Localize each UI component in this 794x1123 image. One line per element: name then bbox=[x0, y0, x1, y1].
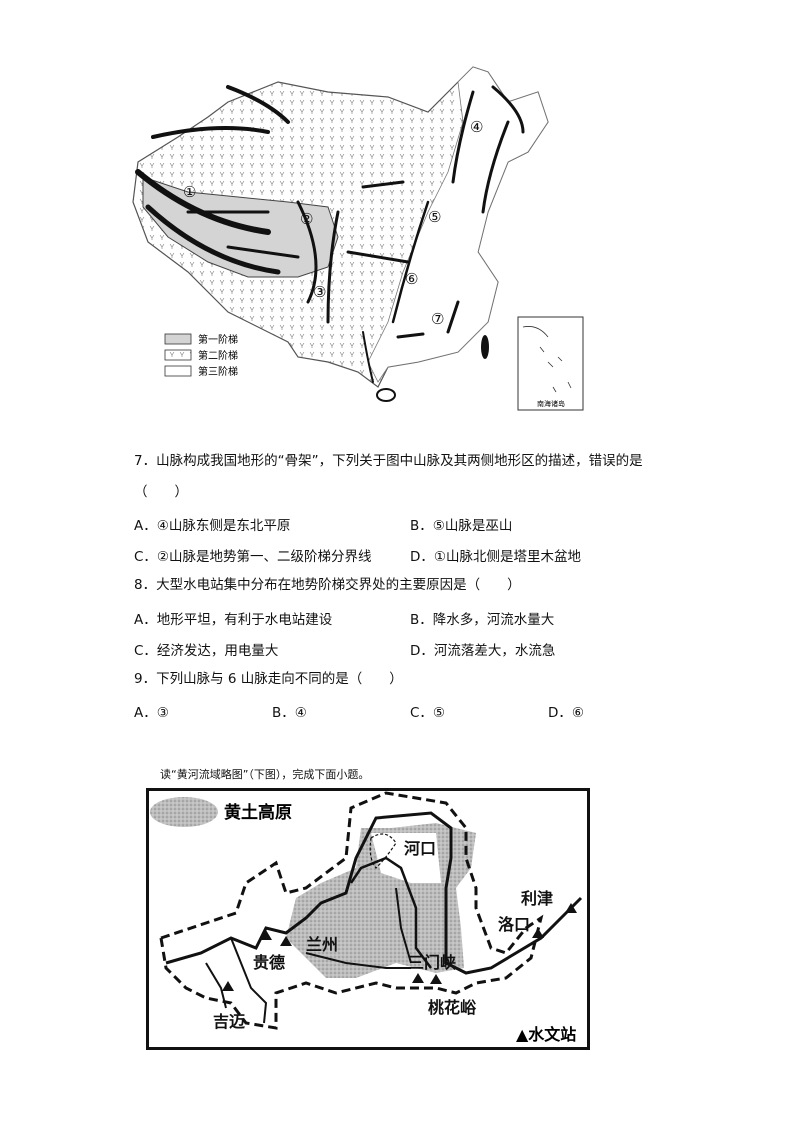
label-2: ② bbox=[300, 210, 313, 228]
q8-option-a[interactable]: A．地形平坦，有利于水电站建设 bbox=[134, 612, 333, 628]
station-luokou: 洛口 bbox=[498, 915, 530, 934]
taiwan-island bbox=[481, 335, 489, 359]
q9-option-d[interactable]: D．⑥ bbox=[548, 705, 584, 721]
q9-stem: 9．下列山脉与 6 山脉走向不同的是（ ） bbox=[134, 671, 403, 687]
station-taohuayu: 桃花峪 bbox=[428, 998, 477, 1017]
station-marker-taohuayu bbox=[430, 974, 442, 984]
q8-stem: 8．大型水电站集中分布在地势阶梯交界处的主要原因是（ ） bbox=[134, 577, 521, 593]
legend-step-1: 第一阶梯 bbox=[198, 333, 238, 346]
station-marker-luokou bbox=[532, 928, 544, 938]
inset-label: 南海诸岛 bbox=[537, 399, 565, 408]
q7-option-b[interactable]: B．⑤山脉是巫山 bbox=[410, 518, 513, 534]
label-7: ⑦ bbox=[431, 310, 444, 328]
china-terrain-map: ① ② ③ ④ ⑤ ⑥ ⑦ 第一阶梯 第二阶梯 第三阶梯 南海诸岛 bbox=[132, 66, 584, 411]
station-lanzhou: 兰州 bbox=[306, 935, 338, 954]
q7-option-c[interactable]: C．②山脉是地势第一、二级阶梯分界线 bbox=[134, 549, 372, 565]
q7-stem: 7．山脉构成我国地形的“骨架”，下列关于图中山脉及其两侧地形区的描述，错误的是 bbox=[134, 453, 643, 469]
q9-option-b[interactable]: B．④ bbox=[272, 705, 307, 721]
south-sea-inset bbox=[517, 316, 584, 411]
yellow-river-map: 黄土高原 河口 利津 洛口 兰州 贵德 三门峡 桃花峪 吉迈 ▲水文站 bbox=[146, 788, 590, 1050]
q8-option-c[interactable]: C．经济发达，用电量大 bbox=[134, 643, 279, 659]
q9-option-c[interactable]: C．⑤ bbox=[410, 705, 446, 721]
q7-option-a[interactable]: A．④山脉东侧是东北平原 bbox=[134, 518, 291, 534]
q9-option-a[interactable]: A．③ bbox=[134, 705, 169, 721]
legend-step-3: 第三阶梯 bbox=[198, 365, 238, 378]
q7-paren: （ ） bbox=[134, 484, 188, 500]
basin-boundary bbox=[159, 791, 544, 1030]
label-5: ⑤ bbox=[428, 208, 441, 226]
station-guide: 贵德 bbox=[253, 953, 285, 972]
station-marker-lijin bbox=[565, 903, 577, 913]
station-marker-sanmenxia bbox=[412, 973, 424, 983]
q7-option-d[interactable]: D．①山脉北侧是塔里木盆地 bbox=[410, 549, 581, 565]
yellow-river-intro: 读“黄河流域略图”（下图），完成下面小题。 bbox=[160, 768, 370, 781]
legend-plateau: 黄土高原 bbox=[224, 802, 292, 823]
yellow-river-course bbox=[165, 811, 583, 975]
label-4: ④ bbox=[470, 118, 483, 136]
station-lijin: 利津 bbox=[521, 889, 553, 908]
station-marker-lanzhou bbox=[280, 936, 292, 946]
q8-option-d[interactable]: D．河流落差大，水流急 bbox=[410, 643, 556, 659]
q8-option-b[interactable]: B．降水多，河流水量大 bbox=[410, 612, 555, 628]
label-1: ① bbox=[183, 183, 196, 201]
legend-plateau-swatch bbox=[150, 797, 218, 827]
label-6: ⑥ bbox=[405, 270, 418, 288]
legend-step-2: 第二阶梯 bbox=[198, 349, 238, 362]
station-jimai: 吉迈 bbox=[213, 1012, 245, 1031]
legend-station: ▲水文站 bbox=[516, 1025, 576, 1044]
station-hekou: 河口 bbox=[404, 839, 436, 858]
station-marker-guide bbox=[260, 930, 272, 940]
station-marker-jimai bbox=[222, 981, 234, 991]
label-3: ③ bbox=[313, 283, 326, 301]
hainan-island bbox=[376, 388, 396, 402]
station-sanmenxia: 三门峡 bbox=[408, 953, 456, 972]
mountain-ranges bbox=[135, 85, 525, 383]
